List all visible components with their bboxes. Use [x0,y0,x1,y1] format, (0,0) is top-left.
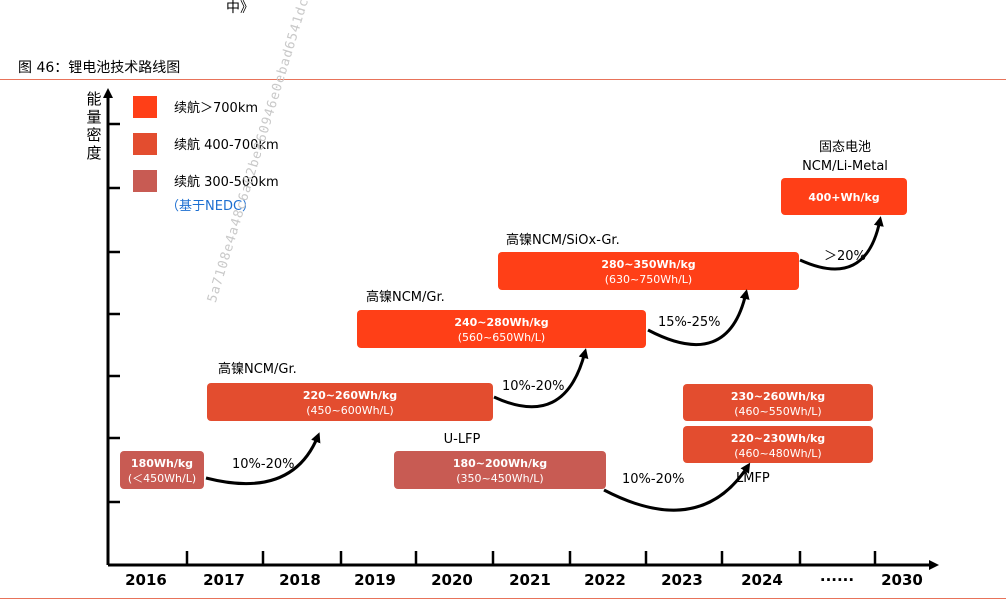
growth-arrow [647,289,750,346]
legend-swatch [133,96,157,118]
y-axis-label: 度 [86,144,101,162]
x-tick-label: 2016 [125,571,167,589]
box-volume-density: (＜450Wh/L) [128,472,196,485]
legend-label: 续航 400-700km [174,137,279,153]
tech-label: 高镍NCM/SiOx-Gr. [506,232,620,248]
figure-caption: 图 46：锂电池技术路线图 [18,60,181,76]
box-energy-density: 230~260Wh/kg [731,390,825,403]
x-tick-label: 2017 [203,571,245,589]
legend-swatch [133,170,157,192]
box-energy-density: 240~280Wh/kg [454,316,548,329]
x-tick-label: 2019 [354,571,396,589]
roadmap-box [207,383,493,421]
caption-divider [0,79,1006,80]
y-axis-label: 密 [86,126,101,144]
x-tick-label: 2020 [431,571,473,589]
tech-label: 高镍NCM/Gr. [366,289,445,305]
roadmap-box [394,451,606,489]
roadmap-box [120,451,204,489]
x-tick-label: 2024 [741,571,783,589]
box-energy-density: 400+Wh/kg [808,191,879,204]
legend-label: 续航 300-500km [174,174,279,190]
box-energy-density: 220~260Wh/kg [303,389,397,402]
box-volume-density: (450~600Wh/L) [306,404,393,417]
legend-label: 续航＞700km [174,100,258,116]
growth-label: 15%-25% [658,315,720,330]
box-energy-density: 180Wh/kg [131,457,193,470]
box-volume-density: (460~480Wh/L) [734,447,821,460]
chart-boxes: 180Wh/kg (＜450Wh/L) 220~260Wh/kg (450~600Wh… [120,140,907,489]
tech-label: NCM/Li-Metal [802,159,888,174]
y-axis-label: 能 [86,90,101,108]
roadmap-box [683,426,873,463]
growth-arrow [603,462,751,512]
x-tick-label: ······ [820,571,854,589]
box-volume-density: (560~650Wh/L) [458,331,545,344]
tech-label: 固态电池 [819,140,871,155]
tech-label: LMFP [736,471,770,486]
roadmap-box [683,384,873,421]
x-tick-label: 2030 [881,571,923,589]
box-energy-density: 280~350Wh/kg [601,258,695,271]
growth-label: 10%-20% [232,457,294,472]
roadmap-box [357,310,646,348]
x-tick-label: 2022 [584,571,626,589]
y-axis-label: 量 [86,108,101,126]
box-volume-density: (630~750Wh/L) [605,273,692,286]
box-energy-density: 180~200Wh/kg [453,457,547,470]
legend-swatch [133,133,157,155]
x-tick-label: 2018 [279,571,321,589]
top-text-fragment: 中》 [226,0,254,16]
bottom-divider [0,598,1006,599]
growth-label: ＞20% [824,249,866,264]
roadmap-box [781,178,907,215]
box-volume-density: (460~550Wh/L) [734,405,821,418]
growth-arrow [799,216,884,271]
roadmap-box [498,252,799,290]
x-tick-label: 2021 [509,571,551,589]
tech-label: 高镍NCM/Gr. [218,361,297,377]
growth-arrows: 10%-20% 10%-20% 15%-25% ＞20% 10%-20% [205,216,884,512]
chart-legend: 续航＞700km 续航 400-700km 续航 300-500km （基于NEDC） [133,96,279,214]
box-energy-density: 220~230Wh/kg [731,432,825,445]
legend-note: （基于NEDC） [166,199,255,214]
tech-label: U-LFP [444,432,481,447]
box-volume-density: (350~450Wh/L) [456,472,543,485]
growth-label: 10%-20% [502,379,564,394]
growth-arrow [493,348,589,409]
growth-label: 10%-20% [622,472,684,487]
growth-arrow [205,432,321,486]
x-tick-label: 2023 [661,571,703,589]
